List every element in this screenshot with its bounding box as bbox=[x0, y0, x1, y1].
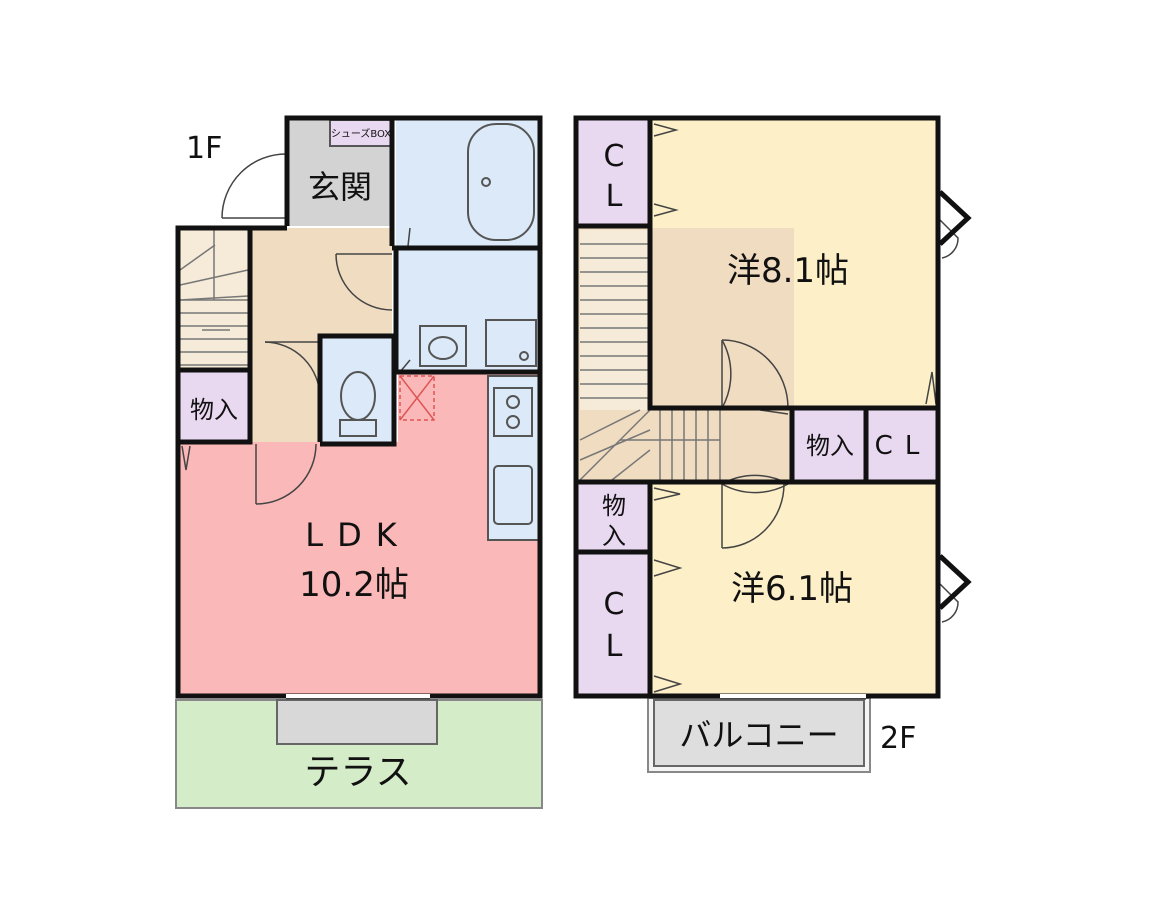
drain-icon bbox=[519, 351, 529, 361]
closet-top bbox=[578, 118, 650, 226]
closet-bottom-label-l: L bbox=[606, 629, 623, 664]
staircase-2f bbox=[579, 230, 721, 481]
western-room-1-label: 洋8.1帖 bbox=[727, 251, 849, 291]
toilet-bowl-icon bbox=[340, 371, 376, 421]
bay-windows bbox=[938, 190, 972, 610]
stove-burner-icon bbox=[506, 415, 520, 429]
balcony-label: バルコニー bbox=[679, 716, 838, 754]
storage-left-label-1: 物 bbox=[602, 492, 626, 520]
western-room-2 bbox=[650, 482, 938, 696]
ldk-size-label: 10.2帖 bbox=[299, 565, 409, 605]
balcony-floor bbox=[653, 699, 865, 767]
closet-bottom bbox=[578, 554, 650, 696]
storage-1f-label: 物入 bbox=[190, 396, 238, 424]
ldk-name-label: LDK bbox=[305, 516, 410, 554]
stove-burner-icon bbox=[506, 395, 520, 409]
closet-bottom-label-c: C bbox=[604, 587, 625, 622]
doors-2f bbox=[653, 123, 959, 693]
terrace-step bbox=[276, 699, 438, 745]
pipe-space bbox=[399, 375, 435, 421]
storage-left-2f bbox=[578, 484, 650, 552]
second-floor: C L 洋8.1帖 物入 CL 物 入 C L 洋6.1帖 バルコニー 2F bbox=[573, 115, 972, 773]
storage-mid-label: 物入 bbox=[806, 432, 854, 460]
storage-mid-2f bbox=[794, 408, 866, 482]
kitchen-sink bbox=[493, 465, 533, 525]
basin-bowl-icon bbox=[428, 336, 458, 360]
bathtub bbox=[467, 123, 535, 241]
entrance-label: 玄関 bbox=[308, 168, 372, 206]
first-floor: 1F 玄関 シューズBOX 物入 LDK 10.2帖 テラス bbox=[175, 115, 543, 809]
closet-top-label-l: L bbox=[606, 179, 623, 214]
terrace-label: テラス bbox=[304, 752, 411, 793]
toilet-tank bbox=[339, 419, 377, 437]
closet-mid bbox=[868, 408, 938, 482]
shoe-box-label: シューズBOX bbox=[331, 127, 391, 140]
walls-1f bbox=[175, 115, 543, 699]
washing-machine-space bbox=[485, 319, 537, 367]
floor-label-1f: 1F bbox=[186, 131, 222, 166]
staircase-1f bbox=[179, 230, 249, 370]
bathtub-drain-icon bbox=[481, 177, 491, 187]
storage-1f bbox=[180, 372, 248, 442]
storage-left-label-2: 入 bbox=[602, 522, 626, 550]
walls-2f bbox=[573, 115, 941, 699]
closet-top-label-c: C bbox=[604, 139, 625, 174]
closet-mid-label: CL bbox=[875, 431, 932, 461]
ldk-room bbox=[178, 374, 540, 696]
floor-label-2f: 2F bbox=[880, 721, 916, 756]
western-room-2-label: 洋6.1帖 bbox=[731, 569, 853, 609]
